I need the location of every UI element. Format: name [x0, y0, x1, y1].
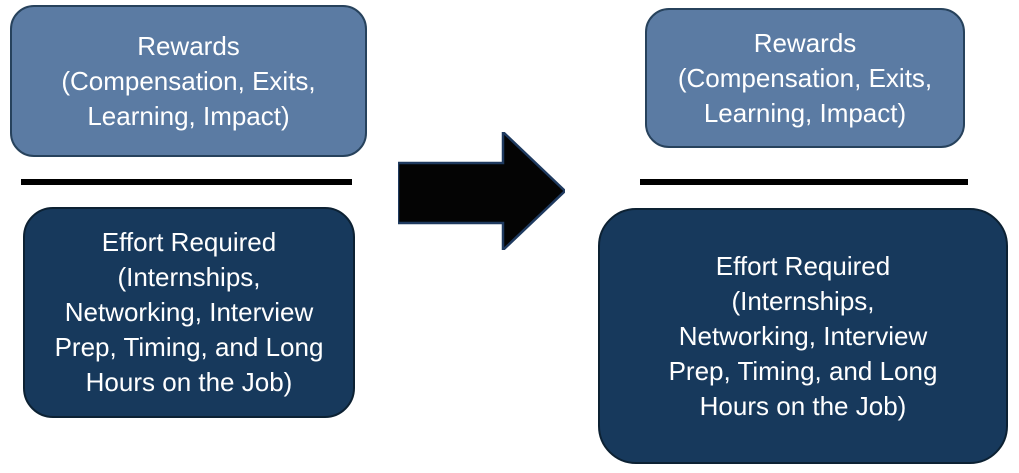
- right-arrow-icon: [398, 132, 565, 250]
- rewards-label-left: Rewards (Compensation, Exits, Learning, …: [61, 30, 316, 131]
- rewards-box-right: Rewards (Compensation, Exits, Learning, …: [645, 8, 965, 148]
- effort-box-left: Effort Required (Internships, Networking…: [23, 207, 355, 418]
- fraction-divider-left: [21, 179, 352, 185]
- fraction-divider-right: [640, 179, 968, 185]
- effort-label-right: Effort Required (Internships, Networking…: [668, 250, 938, 421]
- effort-box-right: Effort Required (Internships, Networking…: [598, 208, 1008, 464]
- rewards-label-right: Rewards (Compensation, Exits, Learning, …: [677, 27, 933, 128]
- rewards-box-left: Rewards (Compensation, Exits, Learning, …: [10, 5, 367, 157]
- effort-label-left: Effort Required (Internships, Networking…: [54, 227, 324, 397]
